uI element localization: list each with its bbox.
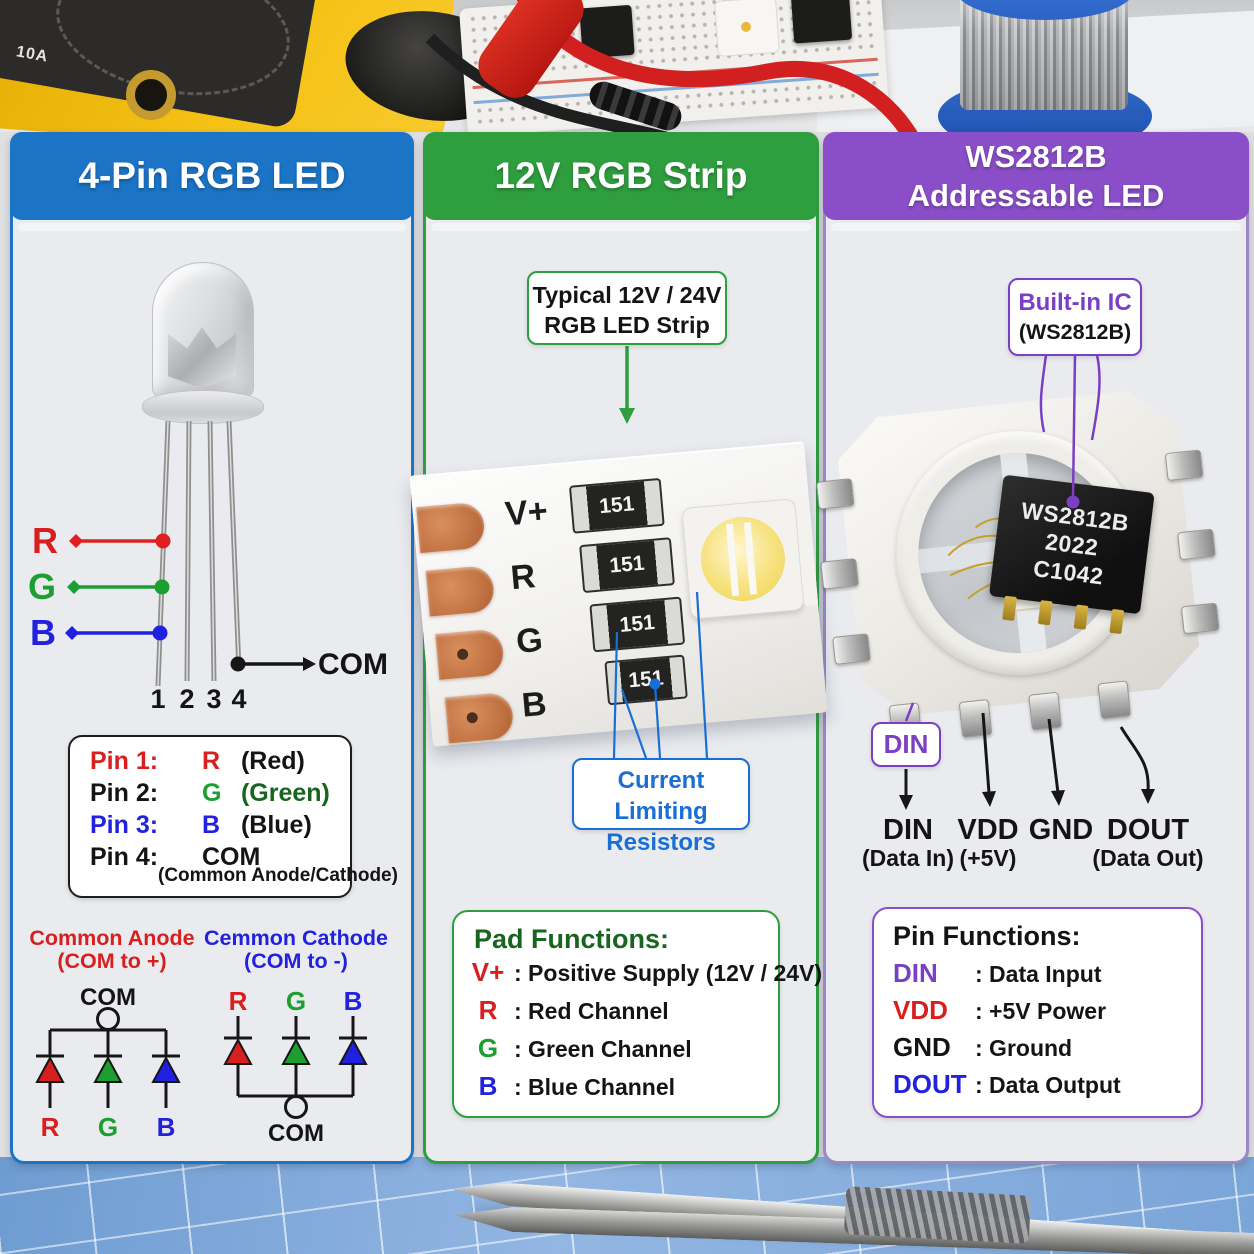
table-row-pin2: Pin 2:G (Green)	[90, 779, 330, 807]
side-pin-tab	[1177, 528, 1216, 561]
pin-function-row-vdd: VDD : +5V Power	[893, 995, 1107, 1025]
pin-sublabel-din: (Data In)	[862, 845, 954, 871]
panel-gap	[431, 223, 811, 231]
smd-led-lens	[697, 513, 789, 605]
current-limiting-callout: Current Limiting Resistors	[572, 758, 750, 856]
lens-slit	[743, 522, 758, 595]
pad-function-row-b: B : Blue Channel	[478, 1071, 676, 1101]
pcb-label-b: B	[520, 684, 549, 725]
pin-label-gnd: GND	[1028, 814, 1094, 846]
panel-gap	[831, 223, 1241, 231]
panel-title-ws2812b: WS2812B Addressable LED	[823, 132, 1249, 220]
panel-title-4pin: 4-Pin RGB LED	[10, 132, 414, 220]
pcb-label-g: G	[514, 620, 545, 661]
ws2812b-ic-chip: WS2812B 2022 C1042	[988, 474, 1155, 635]
pin-label-dout: DOUT	[1106, 814, 1190, 846]
side-pin-tab	[1180, 602, 1220, 635]
rgb-strip-pcb-photo: V+ R G B 151 151 151 151	[408, 421, 829, 754]
pin-functions-title: Pin Functions:	[893, 921, 1081, 951]
wire-label-g: G	[28, 566, 57, 607]
cutting-mat	[0, 1157, 1254, 1254]
anode-com-label: COM	[80, 984, 136, 1011]
wire-label-com: COM	[318, 648, 388, 681]
anode-leg-r: R	[40, 1112, 60, 1142]
pad-function-row-r: R : Red Channel	[478, 995, 669, 1025]
pin-gnd-tab	[1028, 691, 1062, 731]
pin-label-din: DIN	[883, 814, 933, 846]
resistor-fourth: 151	[604, 654, 688, 706]
pin-function-row-gnd: GND : Ground	[893, 1032, 1073, 1062]
wire-label-b: B	[30, 612, 56, 653]
pin-number-3: 3	[206, 684, 222, 714]
common-cathode-title: Cemmon Cathode (COM to -)	[204, 926, 388, 973]
anode-leg-g: G	[97, 1112, 119, 1142]
pin-function-row-dout: DOUT : Data Output	[893, 1069, 1121, 1099]
side-pin-tab	[820, 558, 859, 590]
pin-functions-box	[872, 907, 1203, 1118]
strip-type-callout: Typical 12V / 24V RGB LED Strip	[527, 271, 727, 345]
table-row-pin3: Pin 3:B (Blue)	[90, 811, 312, 839]
cathode-leg-g: G	[285, 986, 307, 1016]
tweezers-grip	[843, 1186, 1032, 1244]
anode-leg-b: B	[156, 1112, 176, 1142]
pin-label-vdd: VDD	[957, 814, 1019, 846]
resistor-red-channel: 151	[568, 477, 665, 534]
pin-function-row-din: DIN : Data Input	[893, 958, 1102, 988]
side-pin-tab	[832, 633, 871, 665]
pin-number-2: 2	[179, 684, 195, 714]
smd-led-package	[681, 498, 805, 620]
panel-title-ws2812b-line2: Addressable LED	[907, 178, 1165, 213]
table-row-pin4: Pin 4:COM	[90, 843, 261, 871]
common-anode-title: Common Anode (COM to +)	[29, 926, 195, 973]
wire-label-r: R	[32, 520, 58, 561]
pin-assignment-table: Pin 1:R (Red) Pin 2:G (Green) Pin 3:B (B…	[68, 735, 398, 898]
cathode-leg-b: B	[343, 986, 363, 1016]
pin-dout-tab	[1097, 680, 1132, 720]
pad-function-row-g: G : Green Channel	[477, 1033, 692, 1063]
pad-function-row-vplus: V+ : Positive Supply (12V / 24V)	[471, 957, 823, 987]
ws2812b-package-photo: WS2812B 2022 C1042	[815, 385, 1220, 751]
table-row-pin1: Pin 1:R (Red)	[90, 747, 305, 775]
top-photo-background: 10A	[0, 0, 1254, 132]
built-in-ic-callout: Built-in IC (WS2812B)	[1008, 278, 1142, 356]
led-flange	[142, 390, 264, 424]
side-pin-tab	[1164, 449, 1204, 482]
pin-number-1: 1	[150, 684, 166, 714]
lens-slit	[725, 523, 740, 597]
table-pin4-note: (Common Anode/Cathode)	[158, 865, 398, 886]
pad-functions-title: Pad Functions:	[474, 924, 669, 954]
pin-sublabel-vdd: (+5V)	[959, 845, 1017, 871]
resistor-green-channel: 151	[579, 537, 675, 594]
side-pin-tab	[815, 478, 855, 510]
pcb-label-vplus: V+	[503, 491, 550, 534]
cathode-com-label: COM	[268, 1120, 324, 1147]
solder-spool-top-flange	[956, 0, 1134, 20]
pin-vdd-tab	[958, 699, 993, 738]
din-callout: DIN	[871, 722, 941, 767]
panel-title-strip: 12V RGB Strip	[423, 132, 819, 220]
cathode-leg-r: R	[228, 986, 248, 1016]
pin-sublabel-dout: (Data Out)	[1092, 845, 1204, 871]
pad-functions-box	[452, 910, 780, 1118]
panel-gap	[18, 223, 406, 231]
pcb-label-r: R	[509, 557, 537, 598]
multimeter-socket	[126, 70, 176, 120]
panel-title-ws2812b-line1: WS2812B	[965, 138, 1107, 174]
pin-number-4: 4	[231, 684, 247, 714]
resistor-blue-channel: 151	[589, 596, 686, 653]
